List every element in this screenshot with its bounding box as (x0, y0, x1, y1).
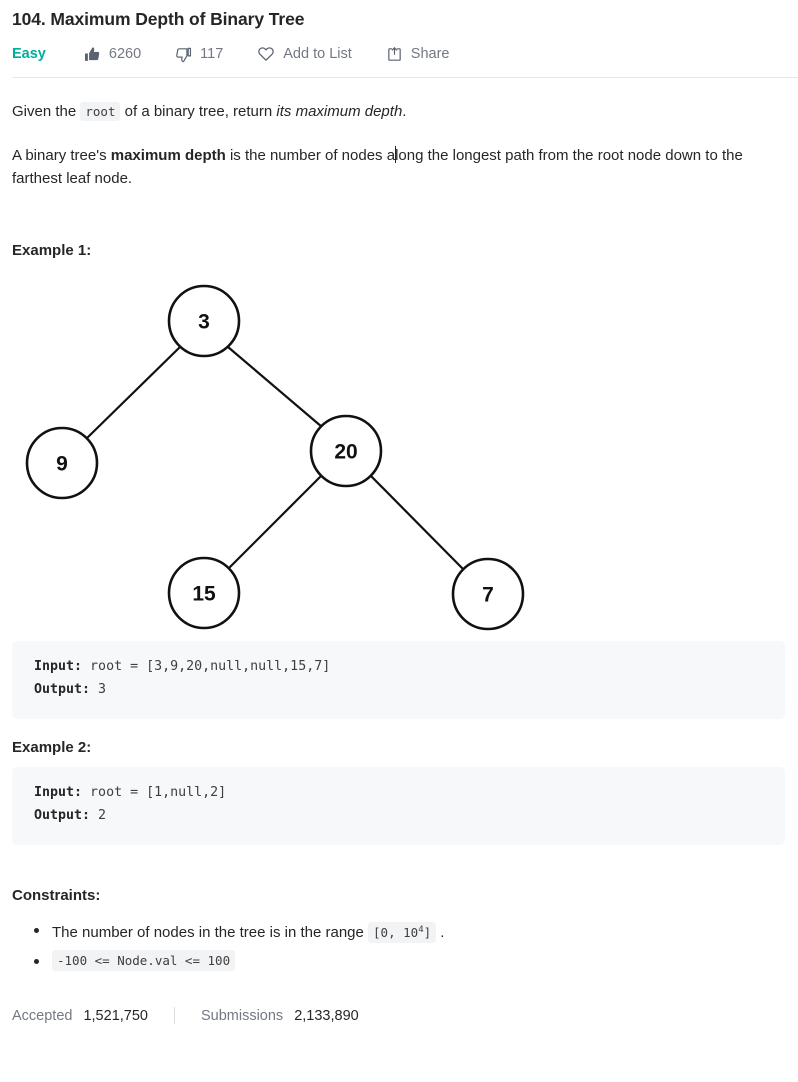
tree-node-3 (167, 284, 241, 358)
difficulty-badge: Easy (12, 46, 46, 62)
input-value: root = [1,null,2] (82, 785, 227, 800)
tree-node-label-7: 7 (482, 584, 494, 607)
tree-nodes: 3 9 20 15 7 (25, 284, 525, 631)
desc-strong: maximum depth (110, 147, 226, 164)
thumbs-up-icon (84, 46, 101, 63)
submissions-value: 2,133,890 (294, 1007, 359, 1024)
example-2-input-line: Input: root = [1,null,2] (34, 781, 785, 804)
edge-20-7 (369, 474, 465, 571)
example-1-input-line: Input: root = [3,9,20,null,null,15,7] (34, 655, 785, 678)
tree-node-7 (451, 557, 525, 631)
description-paragraph-2: A binary tree's maximum depth is the num… (12, 123, 786, 190)
desc-text: is the number of nodes a (225, 147, 396, 164)
tree-node-label-15: 15 (192, 583, 216, 606)
desc-text: long the longest path from the root node… (12, 147, 743, 187)
submission-stats: Accepted 1,521,750 Submissions 2,133,890 (12, 975, 786, 1025)
constraints-list: The number of nodes in the tree is in th… (12, 916, 786, 975)
tree-node-20 (309, 414, 383, 488)
like-count: 6260 (108, 46, 142, 62)
edge-3-20 (227, 346, 323, 428)
tree-node-label-20: 20 (334, 441, 357, 464)
like-button[interactable]: 6260 (84, 46, 141, 63)
example-1-output-line: Output: 3 (34, 678, 785, 701)
accepted-value: 1,521,750 (83, 1007, 148, 1024)
problem-page: 104. Maximum Depth of Binary Tree Easy 6… (0, 9, 798, 1025)
constraint-range-code: [0, 104] (368, 922, 437, 944)
share-button[interactable]: Share (386, 46, 450, 63)
constraint-item: The number of nodes in the tree is in th… (34, 916, 786, 947)
problem-description: Given the root of a binary tree, return … (12, 78, 786, 190)
submissions-label: Submissions (200, 1007, 284, 1024)
example-2-heading: Example 2: (12, 739, 92, 756)
constraint-tail: . (436, 924, 445, 942)
constraint-nodeval-code: -100 <= Node.val <= 100 (52, 950, 236, 972)
example-1-heading: Example 1: (12, 242, 92, 259)
example-2-code-block: Input: root = [1,null,2] Output: 2 (12, 767, 785, 845)
range-code-b: ] (423, 925, 432, 941)
binary-tree-figure: 3 9 20 15 7 (0, 269, 786, 641)
tree-node-9 (25, 426, 99, 500)
add-to-list-label: Add to List (283, 46, 352, 62)
constraint-text: The number of nodes in the tree is in th… (52, 924, 369, 942)
description-paragraph-1: Given the root of a binary tree, return … (12, 78, 786, 123)
heart-icon (257, 45, 275, 63)
dislike-count: 117 (200, 46, 224, 62)
output-value: 3 (90, 682, 107, 697)
input-label: Input: (34, 659, 83, 674)
tree-node-label-3: 3 (198, 311, 210, 334)
edge-3-9 (85, 346, 181, 440)
share-icon (386, 46, 403, 63)
action-bar: Easy 6260 117 (12, 37, 786, 71)
constraint-item: -100 <= Node.val <= 100 (34, 947, 786, 975)
tree-svg: 3 9 20 15 7 (25, 284, 525, 631)
input-label: Input: (34, 785, 83, 800)
output-label: Output: (34, 682, 91, 697)
tree-edges (85, 346, 465, 571)
header-divider (12, 77, 798, 78)
share-label: Share (410, 46, 450, 62)
dislike-button[interactable]: 117 (175, 46, 223, 63)
edge-20-15 (227, 474, 323, 570)
thumbs-down-icon (175, 46, 192, 63)
desc-emphasis: its maximum depth (276, 103, 403, 120)
tree-node-label-9: 9 (56, 453, 68, 476)
accepted-label: Accepted (12, 1007, 73, 1024)
desc-text: of a binary tree, return (120, 103, 277, 120)
output-label: Output: (34, 808, 91, 823)
desc-text: Given the (12, 103, 81, 120)
add-to-list-button[interactable]: Add to List (257, 45, 352, 63)
constraints-heading: Constraints: (12, 887, 101, 904)
tree-node-15 (167, 556, 241, 630)
range-code-a: [0, 10 (373, 925, 419, 941)
example-1-code-block: Input: root = [3,9,20,null,null,15,7] Ou… (12, 641, 785, 719)
desc-text: . (402, 103, 407, 120)
output-value: 2 (90, 808, 107, 823)
desc-text: A binary tree's (12, 147, 111, 164)
page-title: 104. Maximum Depth of Binary Tree (12, 9, 305, 29)
example-2-output-line: Output: 2 (34, 804, 785, 827)
input-value: root = [3,9,20,null,null,15,7] (82, 659, 331, 674)
stats-separator (173, 1007, 175, 1025)
text-cursor (394, 146, 396, 163)
inline-code-root: root (80, 102, 121, 121)
range-exponent: 4 (418, 925, 424, 935)
